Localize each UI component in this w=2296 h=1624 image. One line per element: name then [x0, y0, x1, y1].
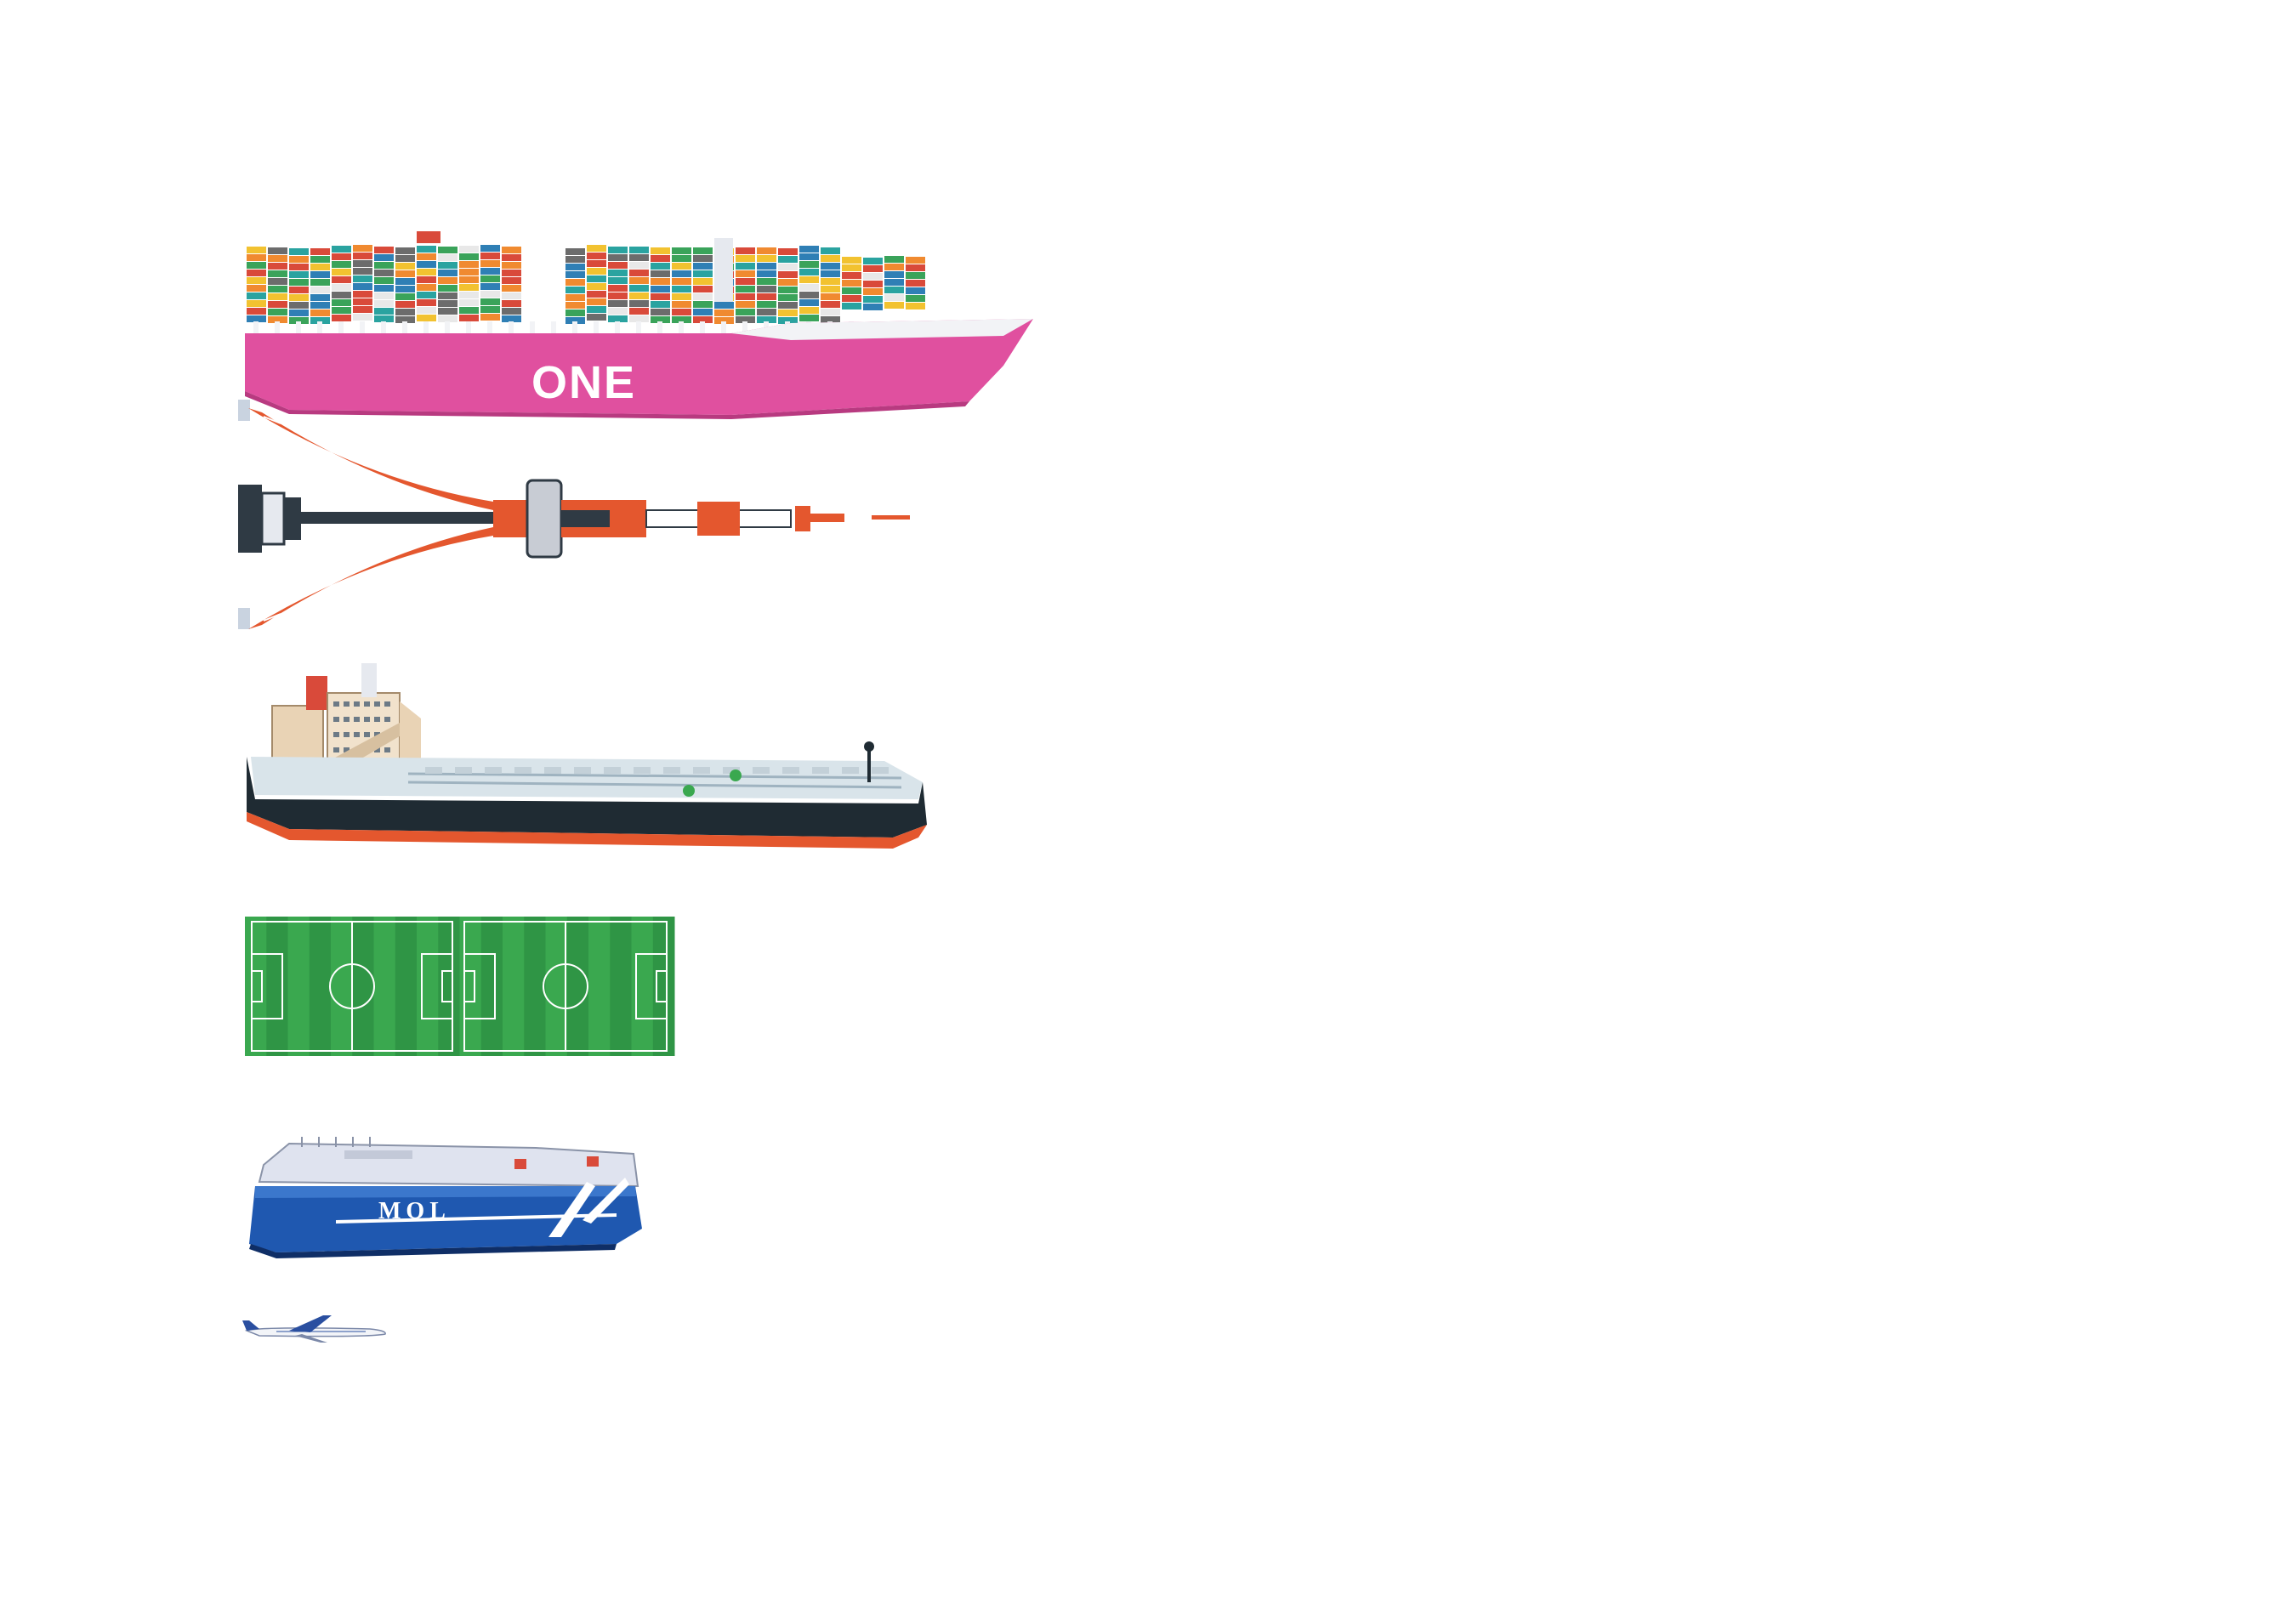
- tanker-hull: [247, 757, 927, 838]
- tanker-bottom: [247, 812, 927, 849]
- container-ship: ONE: [238, 221, 1037, 419]
- ship-hull: [245, 319, 1033, 415]
- funnel: [417, 231, 440, 243]
- bow-deck: [731, 319, 1033, 340]
- airplane: [242, 1314, 391, 1348]
- carrier-upper-deck: [258, 1137, 639, 1188]
- antenna-block: [795, 506, 810, 531]
- container-stacks: [247, 245, 925, 324]
- tower-core: [298, 512, 536, 524]
- hull-label: ONE: [531, 357, 636, 408]
- grass-stripes: [245, 917, 675, 1056]
- soccer-fields: [245, 917, 675, 1056]
- deck-piping: [407, 767, 902, 789]
- airplane-wing: [289, 1315, 332, 1332]
- oil-tanker: [238, 655, 935, 859]
- airplane-tail: [242, 1320, 259, 1331]
- tower-base: [238, 485, 301, 553]
- tower-lattice: [263, 416, 503, 622]
- hull-label: MOL: [378, 1198, 451, 1224]
- pitch-lines: [251, 921, 668, 1052]
- ship-bridge: [714, 238, 733, 302]
- main-observatory: [526, 479, 563, 559]
- tokyo-tower: KKKKKKKKKK: [238, 400, 910, 638]
- antenna-tip: [872, 515, 910, 520]
- deck-marker: [730, 769, 742, 781]
- car-carrier-ship: MOL: [242, 1135, 642, 1267]
- airplane-fuselage: [244, 1327, 386, 1337]
